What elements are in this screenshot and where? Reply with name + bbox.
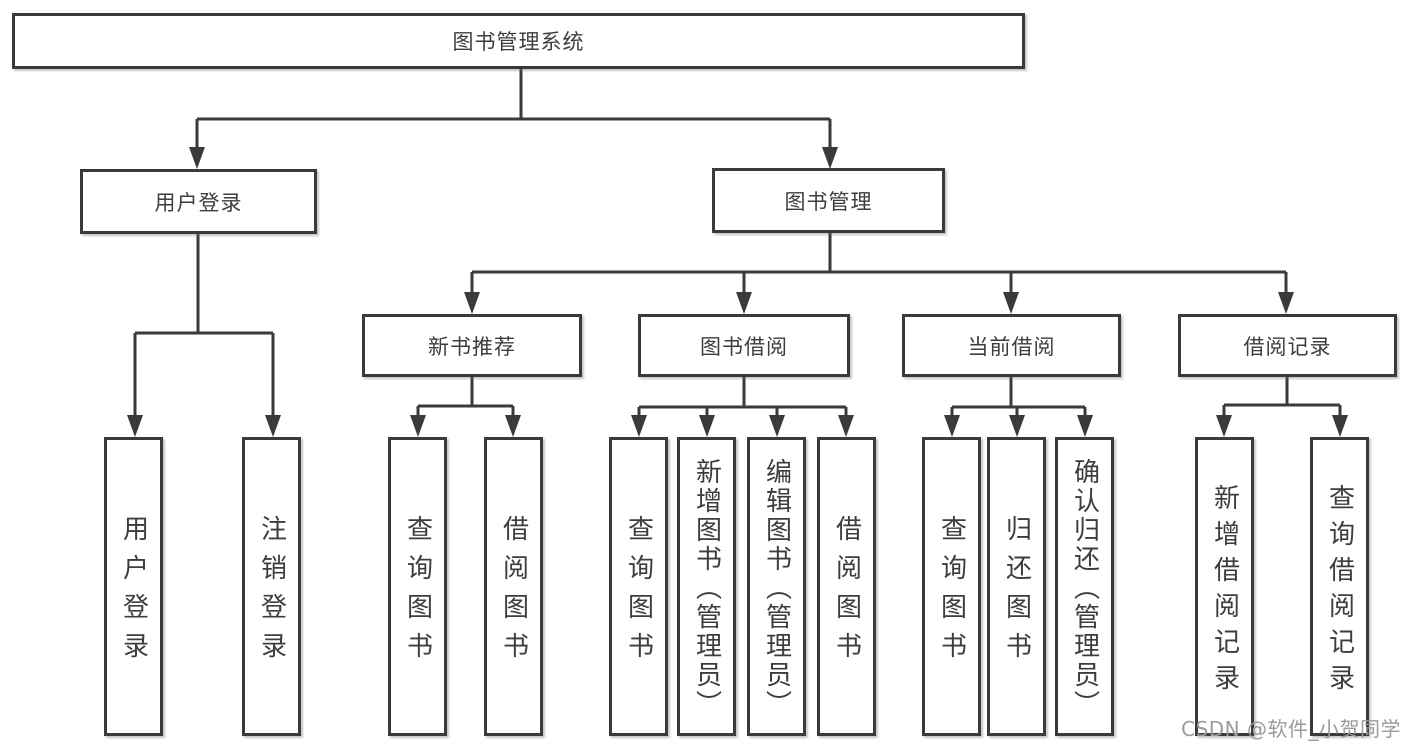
node-user-login: 用户登录 (80, 169, 317, 234)
arrow-leaf (265, 415, 281, 437)
leaf-label: 编辑图书（管理员） (761, 457, 792, 719)
node-leaf-query-book-2: 查询图书 (609, 437, 668, 736)
connector-book-borrow-split (637, 377, 848, 416)
node-library-management-system: 图书管理系统 (12, 13, 1025, 69)
node-leaf-add-book-admin: 新增图书（管理员） (677, 437, 736, 736)
node-book-borrow: 图书借阅 (638, 314, 850, 377)
arrow-leaf (1216, 415, 1232, 437)
node-borrow-record: 借阅记录 (1178, 314, 1397, 377)
leaf-label: 查询借阅记录 (1324, 483, 1355, 700)
node-leaf-edit-book-admin: 编辑图书（管理员） (747, 437, 806, 736)
leaf-label: 用户登录 (118, 515, 149, 671)
node-leaf-return-book: 归还图书 (987, 437, 1046, 736)
connector-borrow-record-split (1222, 377, 1342, 416)
node-new-book-recommend: 新书推荐 (362, 314, 582, 377)
leaf-label: 确认归还（管理员） (1069, 457, 1100, 719)
arrow-leaf (769, 415, 785, 437)
node-leaf-query-book-1: 查询图书 (388, 437, 447, 736)
connector-book-management-split (470, 233, 1288, 293)
leaf-label: 归还图书 (1001, 515, 1032, 671)
connector-root-split (195, 69, 832, 148)
connector-current-borrow-split (950, 377, 1087, 416)
arrow-current-borrow (1003, 292, 1019, 314)
node-leaf-add-borrow-record: 新增借阅记录 (1195, 437, 1254, 736)
arrow-leaf (505, 415, 521, 437)
node-leaf-user-login: 用户登录 (104, 437, 163, 736)
leaf-label: 注销登录 (256, 515, 287, 671)
leaf-label: 新增图书（管理员） (691, 457, 722, 719)
arrow-leaf (699, 415, 715, 437)
arrow-leaf (1009, 415, 1025, 437)
arrow-leaf (1332, 415, 1348, 437)
csdn-watermark: CSDN @软件_小贺同学 (1181, 717, 1401, 741)
arrow-leaf (1077, 415, 1093, 437)
arrow-leaf (127, 415, 143, 437)
arrow-leaf (838, 415, 854, 437)
leaf-label: 查询图书 (402, 515, 433, 671)
arrow-borrow-record (1278, 292, 1294, 314)
leaf-label: 新增借阅记录 (1209, 483, 1240, 700)
arrow-leaf (410, 415, 426, 437)
leaf-label: 借阅图书 (498, 515, 529, 671)
arrow-book-borrow (736, 292, 752, 314)
leaf-label: 借阅图书 (831, 515, 862, 671)
leaf-label: 查询图书 (623, 515, 654, 671)
node-leaf-borrow-book-1: 借阅图书 (484, 437, 543, 736)
arrow-new-book (464, 292, 480, 314)
connector-user-login-split (133, 234, 275, 416)
node-leaf-borrow-book-2: 借阅图书 (817, 437, 876, 736)
node-leaf-confirm-return-admin: 确认归还（管理员） (1055, 437, 1114, 736)
arrow-leaf (944, 415, 960, 437)
node-leaf-query-borrow-record: 查询借阅记录 (1310, 437, 1369, 736)
node-leaf-logout: 注销登录 (242, 437, 301, 736)
node-leaf-query-book-3: 查询图书 (922, 437, 981, 736)
node-current-borrow: 当前借阅 (902, 314, 1121, 377)
leaf-label: 查询图书 (936, 515, 967, 671)
connector-new-book-split (416, 377, 515, 416)
arrow-user-login (189, 147, 205, 169)
arrow-book-management (822, 147, 838, 169)
arrow-leaf (631, 415, 647, 437)
node-book-management: 图书管理 (712, 168, 945, 233)
